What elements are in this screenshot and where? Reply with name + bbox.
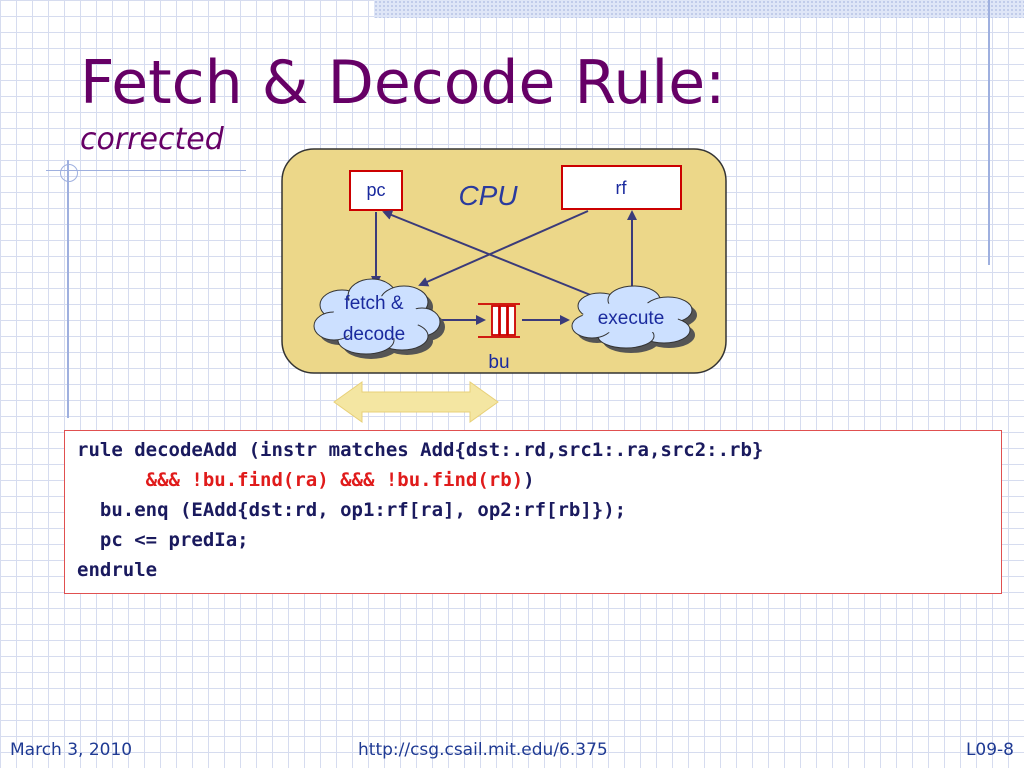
cpu-label: CPU bbox=[458, 180, 518, 211]
crosshair-ornament bbox=[54, 158, 84, 188]
right-vertical-rule bbox=[988, 0, 990, 265]
code-line-3-text: bu.enq (EAdd{dst:rd, op1:rf[ra], op2:rf[… bbox=[99, 499, 627, 521]
rf-box bbox=[561, 165, 682, 210]
code-line-5: endrule bbox=[77, 559, 158, 581]
footer-url: http://csg.csail.mit.edu/6.375 bbox=[358, 740, 608, 760]
execute-label: execute bbox=[598, 308, 665, 329]
footer-date: March 3, 2010 bbox=[10, 740, 133, 760]
footer-page-number: L09-8 bbox=[965, 740, 1014, 760]
left-vertical-rule bbox=[67, 160, 69, 418]
fifo-bu bbox=[478, 303, 520, 338]
slide-subtitle: corrected bbox=[80, 122, 224, 157]
code-line-2: &&& !bu.find(ra) &&& !bu.find(rb)) bbox=[77, 465, 1001, 495]
fetch-decode-label-line1: fetch & bbox=[344, 293, 403, 314]
code-line-3: bu.enq (EAdd{dst:rd, op1:rf[ra], op2:rf[… bbox=[77, 495, 1001, 525]
fetch-decode-label-line2: decode bbox=[343, 324, 405, 345]
pc-label: pc bbox=[366, 180, 385, 200]
fetch-decode-cloud: fetch & decode bbox=[313, 278, 445, 359]
rf-label: rf bbox=[616, 178, 628, 198]
slide-title: Fetch & Decode Rule: bbox=[80, 48, 726, 118]
double-headed-arrow bbox=[333, 381, 499, 423]
execute-cloud: execute bbox=[571, 285, 697, 353]
code-line-1: rule decodeAdd (instr matches Add{dst:.r… bbox=[77, 439, 764, 461]
code-line-2-tail: ) bbox=[523, 469, 535, 491]
fifo-label: bu bbox=[488, 352, 509, 373]
pc-box bbox=[349, 170, 403, 211]
arrow-rf-to-fetch bbox=[418, 210, 589, 287]
code-box: rule decodeAdd (instr matches Add{dst:.r… bbox=[64, 430, 1002, 594]
code-line-4-text: pc <= predIa; bbox=[99, 529, 249, 551]
code-line-4: pc <= predIa; bbox=[77, 525, 1001, 555]
code-line-2-guard: &&& !bu.find(ra) &&& !bu.find(rb) bbox=[145, 469, 524, 491]
top-decorative-band bbox=[374, 0, 1024, 18]
arrow-execute-to-pc bbox=[382, 210, 599, 299]
title-underline-rule bbox=[46, 170, 246, 171]
